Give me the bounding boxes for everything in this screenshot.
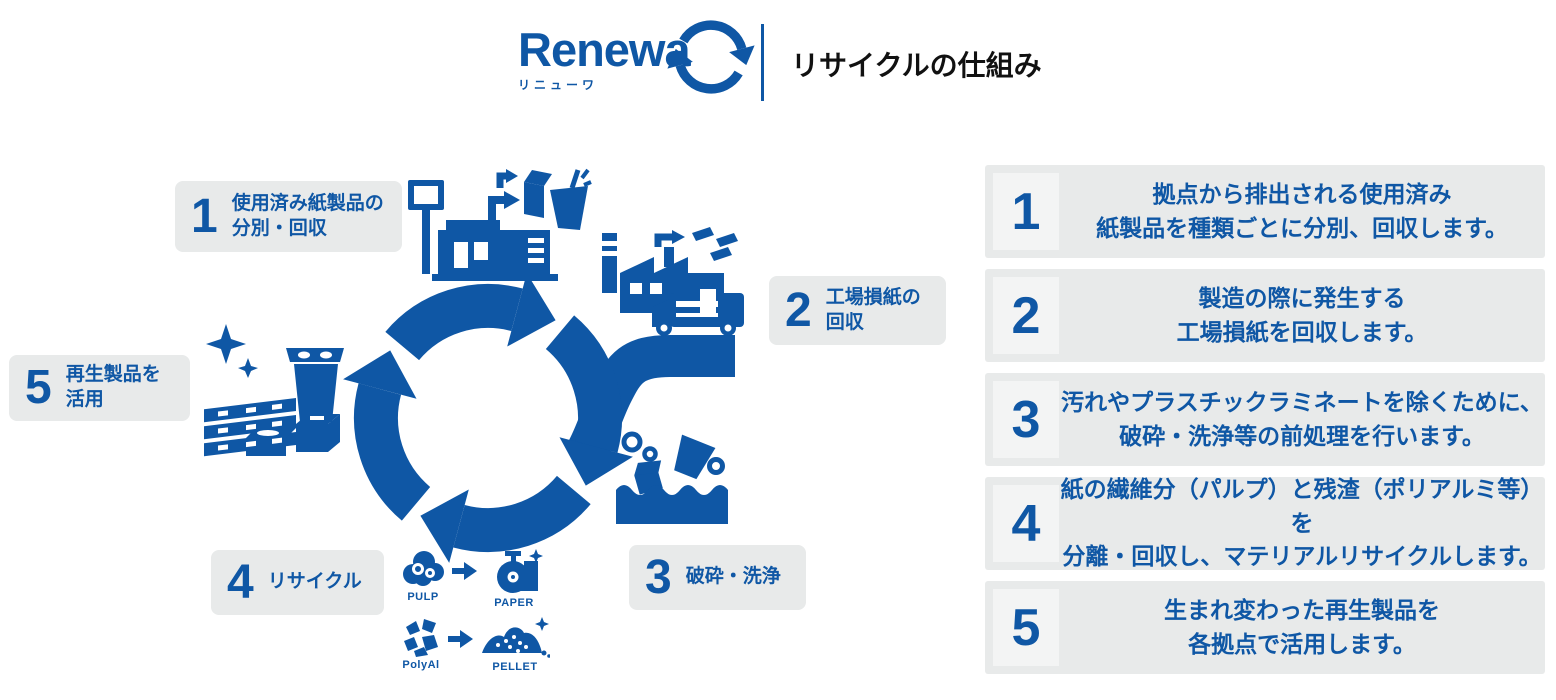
detail-box-3: 3 汚れやプラスチックラミネートを除くために、 破砕・洗浄等の前処理を行います。 xyxy=(985,373,1545,466)
paper-label: PAPER xyxy=(494,597,534,609)
step-number: 5 xyxy=(25,361,52,414)
step-label-box-3: 3 破砕・洗浄 xyxy=(629,545,806,610)
polyal-to-pellet-row: PolyAl PELLET xyxy=(400,617,582,673)
detail-box-2: 2 製造の際に発生する 工場損紙を回収します。 xyxy=(985,269,1545,362)
sparkle-icon xyxy=(529,549,543,563)
detail-text: 生まれ変わった再生製品を 各拠点で活用します。 xyxy=(1164,597,1440,657)
detail-panel: 1 拠点から排出される使用済み 紙製品を種類ごとに分別、回収します。 2 製造の… xyxy=(985,165,1545,685)
detail-text: 紙の繊維分（パルプ）と残渣（ポリアルミ等）を 分離・回収し、マテリアルリサイクル… xyxy=(1060,476,1544,570)
detail-box-5: 5 生まれ変わった再生製品を 各拠点で活用します。 xyxy=(985,581,1545,674)
step-label-text: 使用済み紙製品の 分別・回収 xyxy=(231,192,384,239)
wash-tank-icon xyxy=(616,431,728,524)
arrow-right-icon xyxy=(452,562,477,580)
step-number: 4 xyxy=(227,555,254,609)
arrow-right-icon xyxy=(448,630,473,648)
detail-text: 拠点から排出される使用済み 紙製品を種類ごとに分別、回収します。 xyxy=(1096,181,1508,241)
step-label-text: 破砕・洗浄 xyxy=(685,566,781,588)
step-number: 3 xyxy=(645,550,672,604)
detail-number-chip: 4 xyxy=(993,485,1059,562)
pulp-icon xyxy=(403,551,444,586)
step-label-box-4: 4 リサイクル xyxy=(211,550,384,615)
pellet-label: PELLET xyxy=(492,661,538,673)
sparkle-icon xyxy=(535,617,549,631)
polyal-icon xyxy=(404,619,438,657)
step-label-box-2: 2 工場損紙の 回収 xyxy=(769,276,946,345)
recycled-products-icon xyxy=(204,324,344,457)
header-divider xyxy=(761,24,764,101)
step-label-text: 再生製品を 活用 xyxy=(65,364,161,410)
material-transformation-block: PULP PAPER xyxy=(400,549,582,681)
detail-text: 汚れやプラスチックラミネートを除くために、 破砕・洗浄等の前処理を行います。 xyxy=(1061,389,1543,449)
brand-name: Renewa xyxy=(518,23,691,76)
step-number: 2 xyxy=(785,283,812,337)
detail-text: 製造の際に発生する 工場損紙を回収します。 xyxy=(1176,285,1428,345)
sparkle-icon xyxy=(238,358,258,378)
detail-number-chip: 1 xyxy=(993,173,1059,250)
logo-swirl-icon xyxy=(667,20,755,94)
page-title: リサイクルの仕組み xyxy=(791,50,1042,81)
detail-box-4: 4 紙の繊維分（パルプ）と残渣（ポリアルミ等）を 分離・回収し、マテリアルリサイ… xyxy=(985,476,1545,570)
step-label-text: リサイクル xyxy=(267,571,362,593)
pellet-icon xyxy=(482,617,550,658)
detail-number-chip: 5 xyxy=(993,589,1059,666)
recycle-cycle-icon xyxy=(340,265,735,565)
step-label-box-5: 5 再生製品を 活用 xyxy=(9,355,190,421)
detail-number-chip: 2 xyxy=(993,277,1059,354)
detail-box-1: 1 拠点から排出される使用済み 紙製品を種類ごとに分別、回収します。 xyxy=(985,165,1545,258)
detail-number-chip: 3 xyxy=(993,381,1059,458)
paper-roll-icon xyxy=(497,549,543,593)
pulp-label: PULP xyxy=(407,591,439,603)
step-number: 1 xyxy=(191,189,218,243)
pulp-to-paper-row: PULP PAPER xyxy=(400,549,582,609)
sparkle-icon xyxy=(206,324,246,364)
step-label-text: 工場損紙の 回収 xyxy=(825,286,921,333)
store-icon xyxy=(408,168,592,281)
brand-logo: Renewa リニューワ xyxy=(518,20,768,94)
step-label-box-1: 1 使用済み紙製品の 分別・回収 xyxy=(175,181,402,252)
factory-icon xyxy=(602,227,744,336)
polyal-label: PolyAl xyxy=(402,659,440,671)
brand-subtitle: リニューワ xyxy=(518,78,599,92)
